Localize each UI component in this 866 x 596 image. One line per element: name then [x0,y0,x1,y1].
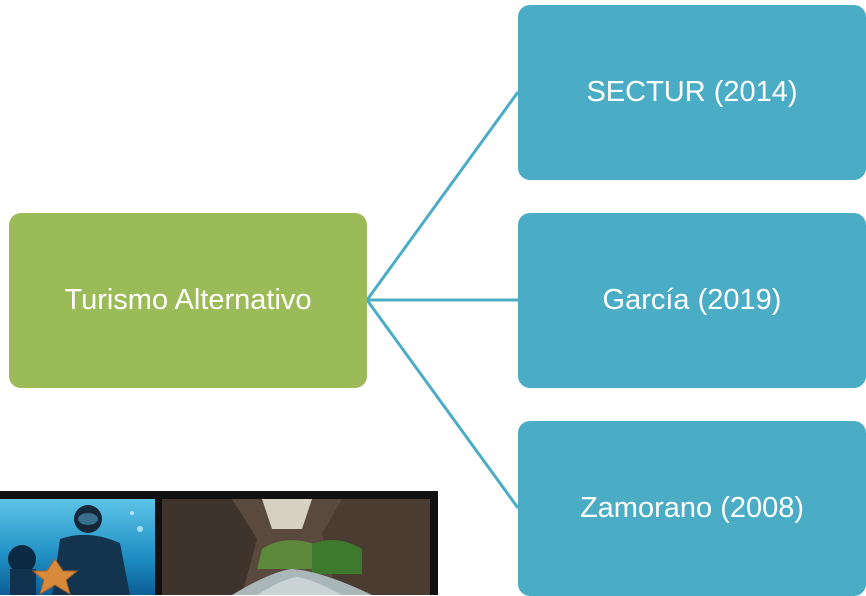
connector-zamorano [365,299,520,509]
river-canyon-photo [162,499,430,595]
child-node-label: Zamorano (2008) [579,492,805,524]
child-node-zamorano: Zamorano (2008) [518,421,866,596]
photo-strip [0,491,438,595]
root-node-label: Turismo Alternativo [64,284,312,316]
child-node-sectur: SECTUR (2014) [518,5,866,180]
child-node-label: SECTUR (2014) [586,76,798,108]
child-node-label: García (2019) [602,284,782,316]
child-node-garcia: García (2019) [518,213,866,388]
connector-sectur [365,91,520,301]
underwater-diver-starfish-photo [0,499,155,595]
root-node-turismo-alternativo: Turismo Alternativo [9,213,367,388]
